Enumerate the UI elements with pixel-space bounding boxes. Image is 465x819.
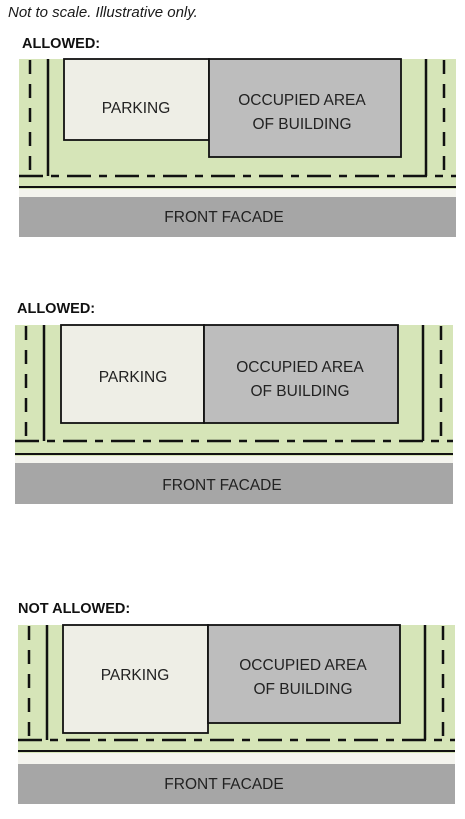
facade-label: FRONT FACADE — [162, 477, 281, 494]
parking-label: PARKING — [101, 667, 170, 684]
site-plan-2: PARKING OCCUPIED AREA OF BUILDING FRONT … — [15, 324, 453, 504]
parking-lot — [60, 324, 205, 424]
diagram-label: ALLOWED: — [17, 301, 96, 317]
facade-label: FRONT FACADE — [164, 209, 283, 226]
front-facade-band — [18, 764, 455, 804]
front-facade-band — [15, 463, 453, 504]
site-plan-1: PARKING OCCUPIED AREA OF BUILDING FRONT … — [19, 58, 456, 237]
building-label-line2: OF BUILDING — [253, 681, 352, 698]
building-label-line2: OF BUILDING — [252, 116, 351, 133]
building-label-line1: OCCUPIED AREA — [238, 92, 366, 109]
front-facade-band — [19, 197, 456, 237]
occupied-building — [207, 624, 401, 724]
diagram-label: NOT ALLOWED: — [18, 601, 131, 617]
building-label-line1: OCCUPIED AREA — [239, 657, 367, 674]
occupied-building — [203, 324, 399, 424]
building-label-line2: OF BUILDING — [250, 383, 349, 400]
parking-label: PARKING — [102, 100, 171, 117]
parking-lot — [63, 58, 210, 141]
scale-note: Not to scale. Illustrative only. — [8, 4, 198, 21]
parking-lot — [62, 624, 209, 734]
parking-label: PARKING — [99, 369, 168, 386]
sidewalk-strip — [18, 753, 455, 764]
sidewalk-strip — [15, 456, 453, 463]
building-label-line1: OCCUPIED AREA — [236, 359, 364, 376]
sidewalk-strip — [19, 189, 456, 197]
facade-label: FRONT FACADE — [164, 776, 283, 793]
diagram-label: ALLOWED: — [22, 36, 101, 52]
occupied-building — [208, 58, 402, 158]
